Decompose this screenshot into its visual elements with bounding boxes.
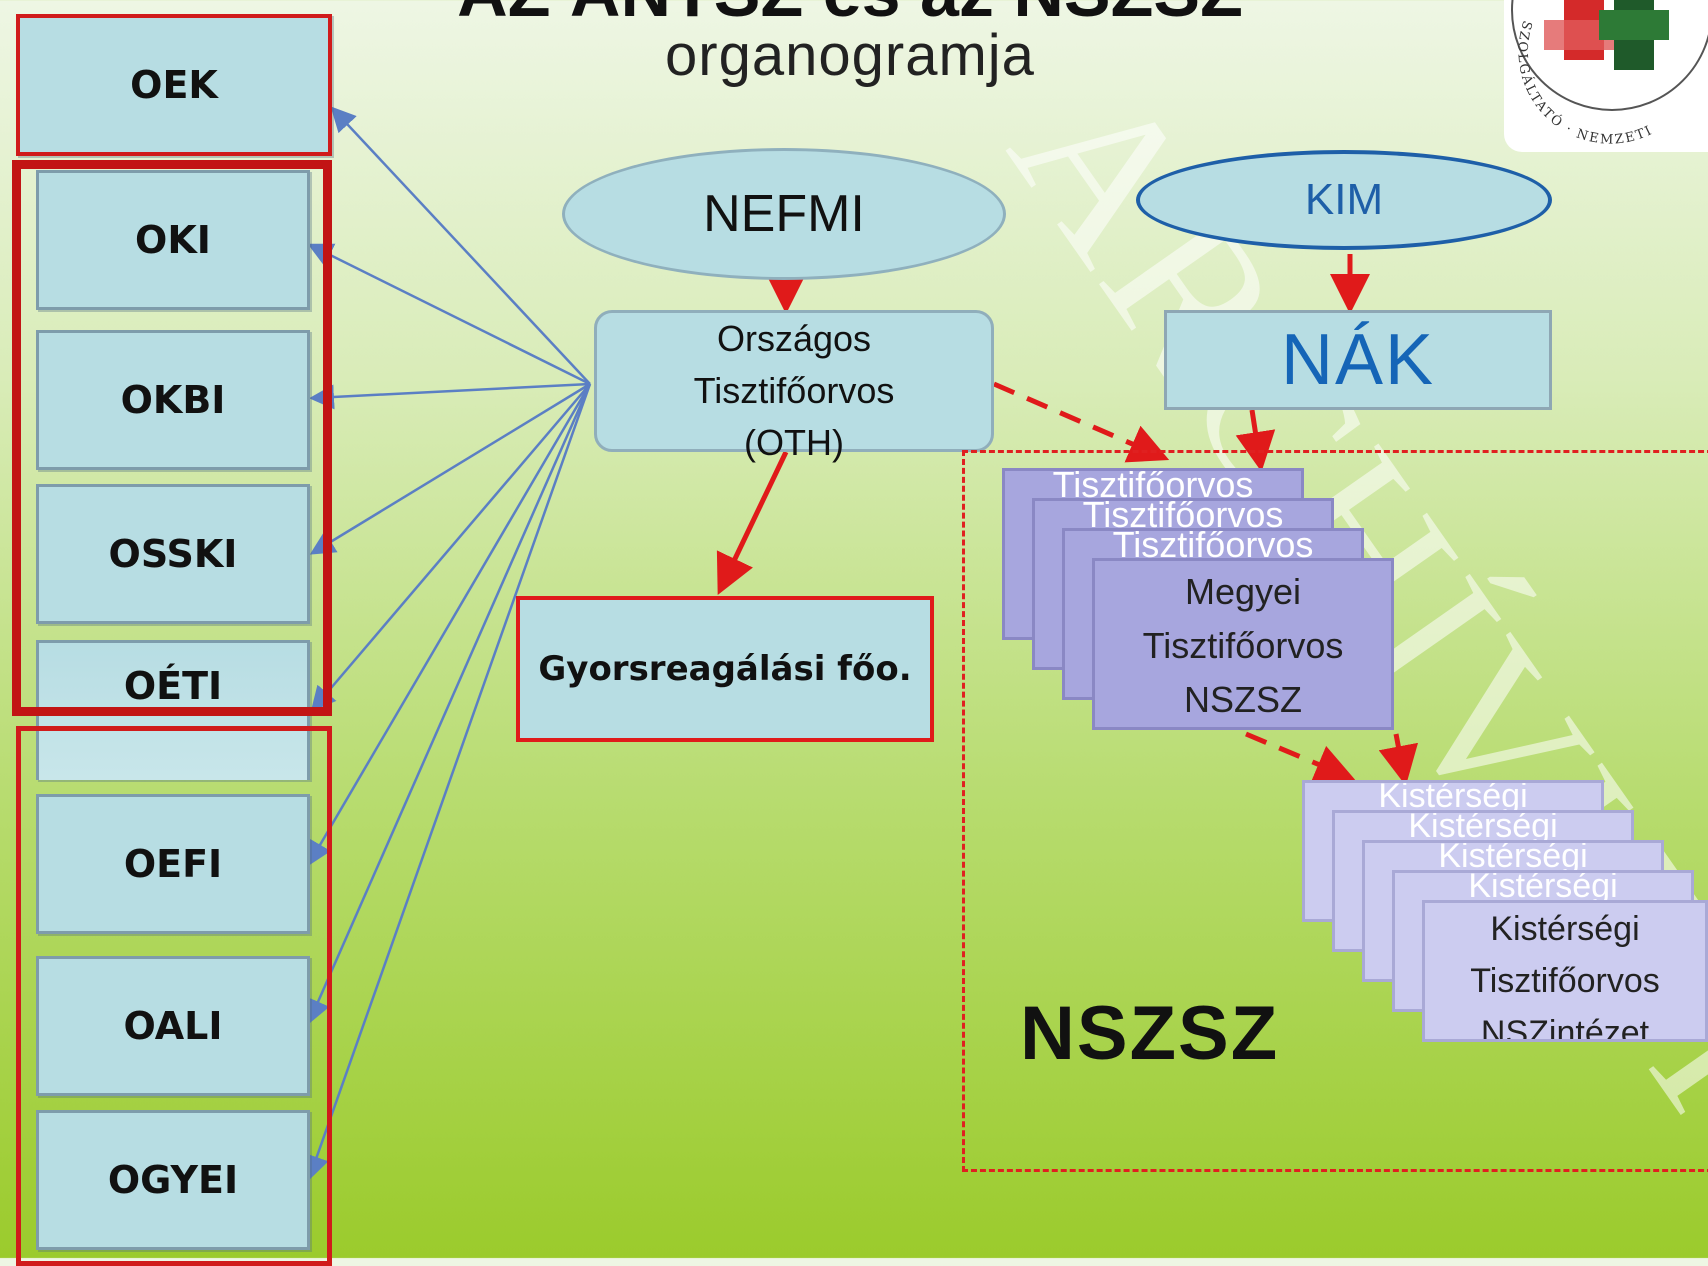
subregion-card-ghost-text: Kistérségi — [1438, 840, 1588, 875]
county-card-line-1: Megyei — [1184, 571, 1302, 612]
arrow-oth-oek — [330, 106, 591, 385]
arrow-oth-oefi — [307, 383, 592, 867]
subregion-card-ghost-text: Kistérségi — [1408, 810, 1558, 845]
institute-box-oek: OEK — [16, 14, 332, 156]
nak-box: NÁK — [1164, 310, 1552, 410]
rapid-response-box: Gyorsreagálási főo. — [516, 596, 934, 742]
nak-label: NÁK — [1280, 320, 1436, 400]
institute-label: OALI — [123, 1004, 223, 1048]
subregion-card-line-3: NSZintézet — [1480, 1014, 1650, 1042]
nszsz-label: NSZSZ — [1020, 991, 1280, 1076]
arrow-oth-osski — [309, 382, 591, 555]
arrow-oth-oali — [306, 383, 592, 1025]
ministry-ellipse-nefmi: NEFMI — [562, 148, 1006, 280]
oth-line-3: (OTH) — [744, 422, 844, 463]
institute-box-oefi: OEFI — [36, 794, 310, 934]
arrow-oth-okbi — [309, 382, 591, 410]
county-card-front: Megyei Tisztifőorvos NSZSZ — [1092, 558, 1394, 730]
oth-line-1: Országos — [716, 318, 872, 359]
institute-box-ogyei: OGYEI — [36, 1110, 310, 1250]
institute-box-osski: OSSKI — [36, 484, 310, 624]
institute-label: OSSKI — [108, 532, 238, 576]
institute-box-okbi: OKBI — [36, 330, 310, 470]
page-title-partial: AZ ÁNTSZ és az NSZSZ — [400, 0, 1300, 32]
county-card-line-3: NSZSZ — [1183, 679, 1302, 720]
arrow-megyei-kisterseg — [1378, 733, 1419, 786]
subregion-card-ghost-text: Kistérségi — [1468, 870, 1618, 905]
arrow-oth-ogyei — [304, 383, 592, 1181]
ministry-label: NEFMI — [703, 185, 865, 243]
oth-line-2: Tisztifőorvos — [693, 370, 895, 411]
subregion-card-ghost-text: Kistérségi — [1378, 780, 1528, 815]
organization-seal-logo: SZOLGÁLTATÓ · NEMZETI — [1504, 0, 1708, 152]
arrow-oth-oeti — [310, 383, 591, 712]
subregion-card-front: Kistérségi Tisztifőorvos NSZintézet — [1422, 900, 1708, 1042]
ministry-label: KIM — [1304, 175, 1384, 224]
dashed-arrow-megyei-kisterseg — [1245, 731, 1356, 783]
arrow-oth-gyors — [716, 450, 789, 596]
subregion-card-line-2: Tisztifőorvos — [1470, 962, 1660, 1000]
oth-box: Országos Tisztifőorvos (OTH) — [594, 310, 994, 463]
institute-box-oali: OALI — [36, 956, 310, 1096]
institute-group-frame-1 — [12, 160, 332, 716]
institute-group-frame-2 — [16, 726, 332, 1266]
county-card-line-2: Tisztifőorvos — [1142, 625, 1344, 666]
arrow-oth-oki — [307, 243, 591, 386]
nszsz-region — [962, 450, 1708, 1172]
institute-label: OKI — [135, 218, 211, 262]
institute-box-oki: OKI — [36, 170, 310, 310]
institute-label: OEK — [130, 63, 218, 107]
institute-label: OGYEI — [107, 1158, 239, 1202]
institute-label: OEFI — [123, 842, 223, 886]
page-subtitle: organogramja — [665, 23, 1035, 88]
subregion-card-line-1: Kistérségi — [1490, 910, 1640, 948]
ministry-ellipse-kim: KIM — [1136, 150, 1552, 250]
institute-label: OÉTI — [123, 664, 223, 708]
dashed-arrow-oth-nszsz — [993, 381, 1170, 463]
institute-label: OKBI — [120, 378, 226, 422]
rapid-response-label: Gyorsreagálási főo. — [538, 649, 912, 689]
arrow-nak-nszsz — [1235, 409, 1276, 472]
